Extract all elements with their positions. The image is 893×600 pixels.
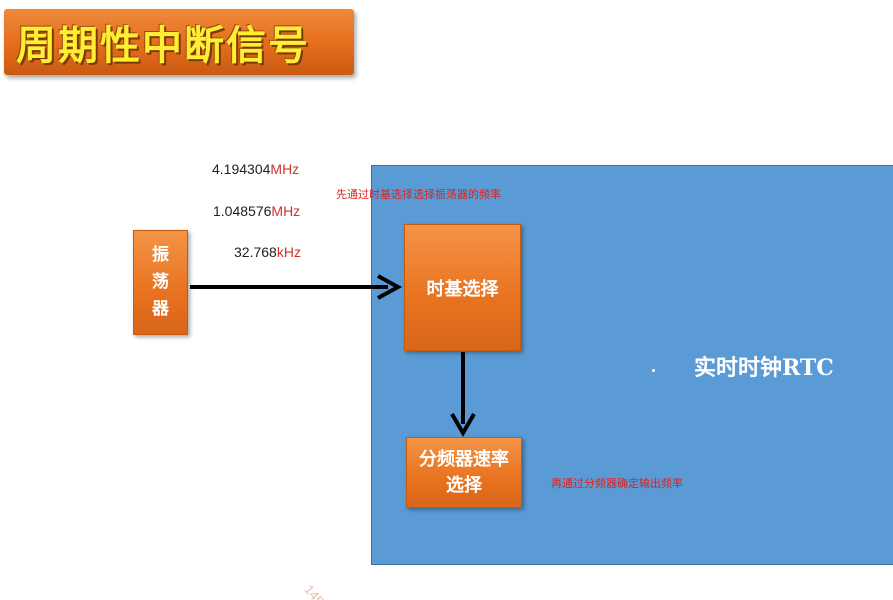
frequency-unit: MHz <box>271 203 301 219</box>
frequency-unit: kHz <box>276 244 301 260</box>
divider-rate-select-block: 分频器速率选择 <box>406 437 522 508</box>
divider-annotation: 再通过分频器确定输出频率 <box>551 477 683 490</box>
timebase-select-label: 时基选择 <box>426 278 499 300</box>
slide-title: 周期性中断信号 <box>16 23 310 69</box>
rtc-label: 实时时钟RTC <box>694 355 834 381</box>
frequency-label: 1.048576MHz <box>213 203 300 219</box>
watermark: 145 <box>301 582 327 600</box>
frequency-value: 32.768 <box>234 244 277 260</box>
frequency-unit: MHz <box>270 161 300 177</box>
divider-rate-select-label: 分频器速率选择 <box>419 448 509 496</box>
frequency-label: 4.194304MHz <box>212 161 299 177</box>
frequency-label: 32.768kHz <box>234 244 301 260</box>
timebase-select-block: 时基选择 <box>404 224 521 351</box>
oscillator-block: 振荡器 <box>133 230 188 335</box>
oscillator-label: 振荡器 <box>152 245 169 319</box>
frequency-value: 4.194304 <box>212 161 271 177</box>
frequency-value: 1.048576 <box>213 203 272 219</box>
title-banner: 周期性中断信号 <box>4 9 354 75</box>
decorative-dot <box>652 369 655 372</box>
timebase-annotation: 先通过时基选择选择振荡器的频率 <box>336 188 501 201</box>
